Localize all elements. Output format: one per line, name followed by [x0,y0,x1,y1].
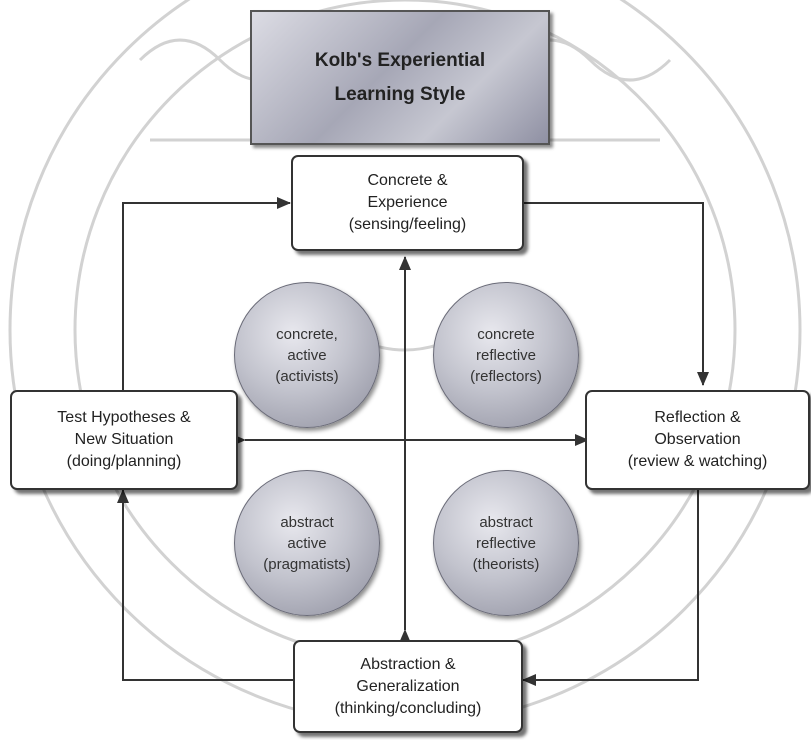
style-label-2: active [287,534,327,552]
style-label-3: (pragmatists) [263,555,351,573]
style-label-1: abstract [280,513,334,531]
style-label-3: (theorists) [472,555,540,573]
style-label-1: abstract [479,513,533,531]
stage-label-2: Experience [367,194,448,211]
arrow-experience-to-reflection [524,202,709,386]
style-circle-pragmatists: abstract active (pragmatists) [234,470,380,616]
stage-label-1: Reflection & [654,409,741,426]
style-label-2: active [287,346,327,364]
stage-abstraction-generalization: Abstraction & Generalization (thinking/c… [293,640,523,733]
title-line-1: Kolb's Experiential [314,49,486,71]
arrow-test-to-experience [122,197,291,390]
stage-label-3: (sensing/feeling) [348,216,467,233]
title-line-2: Learning Style [334,83,466,105]
style-label-1: concrete, [276,325,338,343]
stage-label-3: (doing/planning) [66,453,182,470]
stage-label-2: Observation [654,431,741,448]
style-circle-activists: concrete, active (activists) [234,282,380,428]
style-label-3: (reflectors) [470,367,542,385]
style-label-1: concrete [477,325,535,343]
style-label-2: reflective [475,534,537,552]
stage-label-3: (thinking/concluding) [334,699,482,717]
stage-label-1: Concrete & [367,172,448,189]
style-circle-reflectors: concrete reflective (reflectors) [433,282,579,428]
stage-label-2: Generalization [356,677,460,695]
stage-reflection-observation: Reflection & Observation (review & watch… [585,390,810,490]
arrow-abstraction-to-test [117,489,293,681]
arrow-reflection-to-abstraction [522,490,699,686]
style-label-2: reflective [475,346,537,364]
stage-label-1: Abstraction & [360,655,456,673]
stage-test-hypotheses: Test Hypotheses & New Situation (doing/p… [10,390,238,490]
stage-concrete-experience: Concrete & Experience (sensing/feeling) [291,155,524,251]
style-label-3: (activists) [275,367,339,385]
stage-label-1: Test Hypotheses & [57,409,191,426]
stage-label-2: New Situation [74,431,174,448]
style-circle-theorists: abstract reflective (theorists) [433,470,579,616]
diagram-title: Kolb's Experiential Learning Style [250,10,550,145]
stage-label-3: (review & watching) [627,453,768,470]
